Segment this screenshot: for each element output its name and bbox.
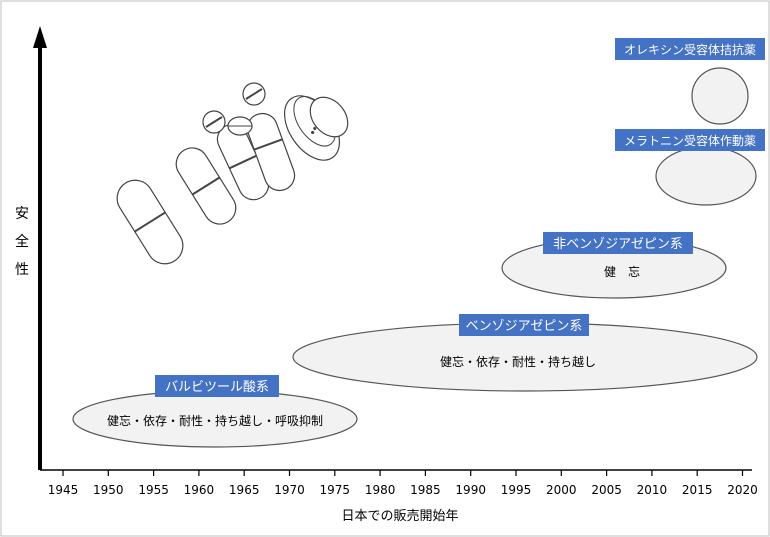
x-tick-label: 2000 [546, 483, 577, 497]
x-tick-label: 2010 [637, 483, 668, 497]
tablet-icon [227, 116, 253, 136]
x-tick-label: 2005 [591, 483, 622, 497]
x-tick-label: 1945 [48, 483, 79, 497]
y-axis-arrowhead [33, 26, 47, 48]
benzodiazepine-label-box [459, 314, 589, 336]
melatonin-label: メラトニン受容体作動薬 [624, 133, 756, 148]
non-benzodiazepine-notes: 健 忘 [604, 264, 640, 279]
barbiturate-notes: 健忘・依存・耐性・持ち越し・呼吸抑制 [107, 413, 323, 428]
orexin-label-box [615, 38, 765, 60]
x-tick-label: 1970 [274, 483, 305, 497]
y-axis-label-char: 性 [15, 262, 29, 278]
capsule-icon [246, 112, 296, 192]
x-tick-label: 1990 [455, 483, 486, 497]
x-tick-label: 1995 [501, 483, 532, 497]
x-tick-label: 2015 [682, 483, 713, 497]
y-axis-label-char: 安 [15, 206, 29, 222]
barbiturate-label: バルビツール酸系 [165, 380, 269, 395]
capsule-icon [175, 147, 237, 225]
tablet-icon [202, 110, 226, 134]
barbiturate-label-box [155, 375, 279, 397]
x-tick-label: 2020 [727, 483, 758, 497]
capsule-icon [116, 179, 184, 265]
melatonin-ellipse [655, 146, 757, 206]
non-benzodiazepine-label: 非ベンゾジアゼピン系 [553, 237, 683, 252]
pills-illustration [116, 82, 349, 265]
x-tick-label: 1975 [320, 483, 351, 497]
y-axis-label-char: 全 [15, 233, 29, 250]
x-tick-label: 1985 [410, 483, 441, 497]
x-tick-label: 1955 [138, 483, 169, 497]
orexin-circle [691, 67, 749, 125]
benzodiazepine-label: ベンゾジアゼピン系 [466, 319, 583, 334]
benzodiazepine-notes: 健忘・依存・耐性・持ち越し [440, 354, 596, 369]
orexin-label: オレキシン受容体拮抗薬 [624, 42, 756, 57]
melatonin-label-box [615, 129, 765, 151]
x-tick-label: 1980 [365, 483, 396, 497]
x-tick-label: 1965 [229, 483, 260, 497]
x-axis-ticks: 1945 1950 1955 1960 1965 1970 1975 1980 1985 1990… [48, 470, 758, 497]
tablet-icon [309, 96, 349, 138]
x-tick-label: 1950 [93, 483, 124, 497]
x-tick-label: 1960 [184, 483, 215, 497]
non-benzodiazepine-label-box [543, 232, 693, 254]
x-axis-label: 日本での販売開始年 [341, 508, 458, 524]
tablet-icon [242, 82, 266, 106]
